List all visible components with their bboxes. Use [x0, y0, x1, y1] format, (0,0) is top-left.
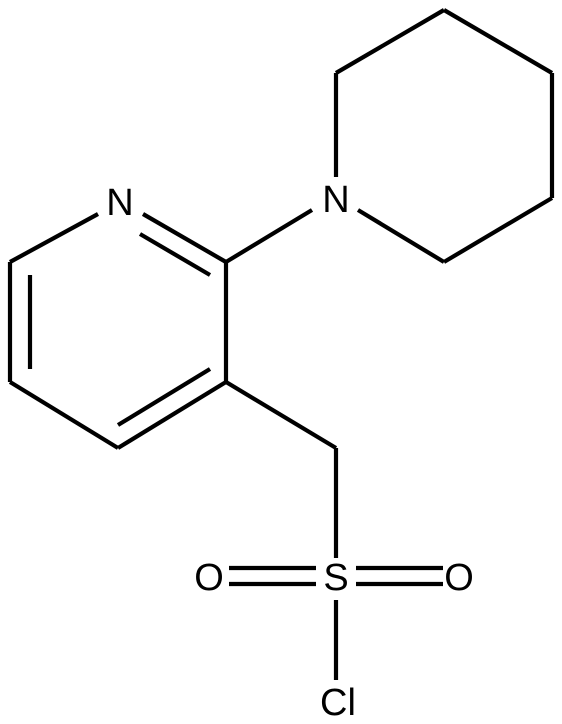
bond-pip-top-left: [334, 8, 446, 75]
sulfonyl-chloride-group: [224, 380, 443, 680]
atom-label-pyridine-n: N: [106, 182, 133, 224]
bond-pip-bottom-right: [442, 196, 554, 264]
bond-pip-top-right: [442, 8, 554, 75]
bond-c5-c4: [8, 380, 120, 450]
pyridine-ring: [7, 212, 229, 450]
bond-c4-c3-inner: [116, 367, 212, 427]
bond-pn-c-down: [356, 208, 446, 264]
atom-label-oxygen-left: O: [194, 557, 224, 599]
bond-n1-c2: [141, 212, 228, 264]
bond-c2-piperidine-n: [224, 208, 314, 264]
atom-label-chlorine: Cl: [320, 682, 356, 724]
bond-n1-c2-inner: [138, 232, 212, 277]
atom-label-piperidine-n: N: [322, 179, 349, 221]
atom-labels: N N S O O Cl: [106, 179, 474, 724]
bond-c3-ch2: [224, 380, 338, 450]
atom-label-sulfur: S: [323, 557, 348, 599]
bond-c4-c3: [116, 380, 228, 450]
piperidine-ring: [224, 8, 555, 264]
atom-label-oxygen-right: O: [444, 557, 474, 599]
bond-n1-c6: [8, 212, 100, 264]
